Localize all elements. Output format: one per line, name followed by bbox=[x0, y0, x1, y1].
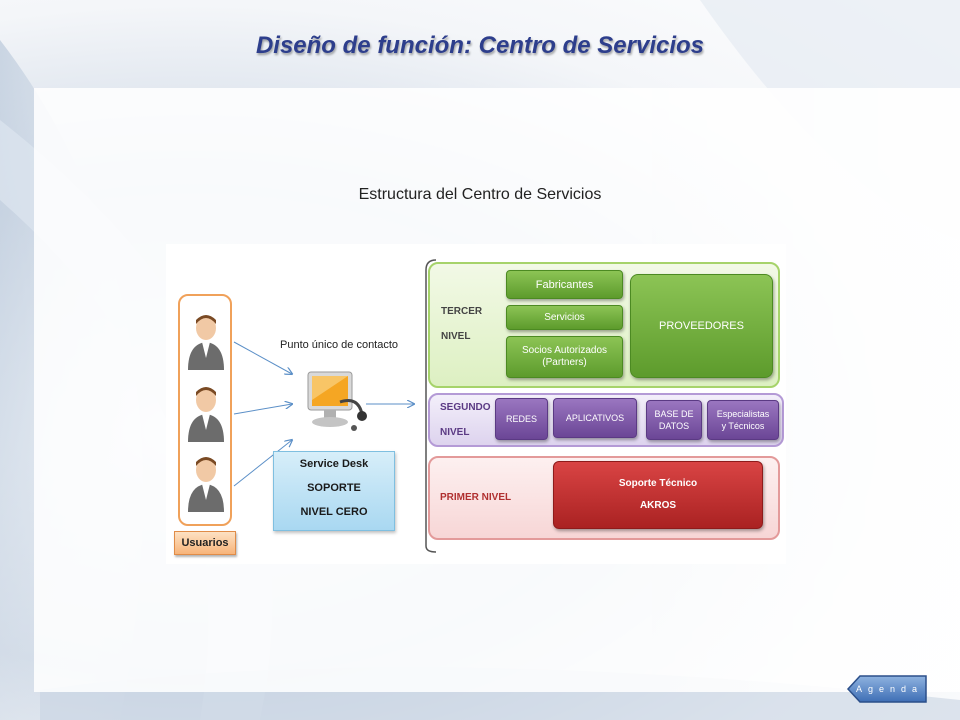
fabricantes-box: Fabricantes bbox=[506, 270, 623, 299]
service-desk-line3: NIVEL CERO bbox=[300, 506, 368, 518]
single-contact-label: Punto único de contacto bbox=[280, 339, 399, 351]
second-level-label-2: NIVEL bbox=[440, 427, 470, 438]
soporte-tecnico-line1: Soporte Técnico bbox=[618, 478, 698, 489]
socios-line1: Socios Autorizados bbox=[521, 345, 608, 356]
redes-box: REDES bbox=[495, 398, 548, 440]
socios-line2: (Partners) bbox=[542, 357, 587, 368]
aplicativos-box: APLICATIVOS bbox=[553, 398, 637, 438]
first-level-label: PRIMER NIVEL bbox=[440, 492, 512, 503]
especialistas-line1: Especialistas bbox=[716, 409, 770, 419]
base-datos-line2: DATOS bbox=[658, 421, 690, 431]
users-frame bbox=[178, 294, 232, 526]
service-desk-line2: SOPORTE bbox=[307, 482, 361, 494]
agenda-arrow-icon[interactable] bbox=[846, 674, 928, 704]
user-icon bbox=[188, 315, 224, 370]
third-level-label-2: NIVEL bbox=[441, 331, 471, 342]
agenda-button[interactable]: Agenda bbox=[856, 684, 924, 694]
computer-headset-icon bbox=[307, 371, 367, 431]
connector-arrows bbox=[233, 341, 430, 487]
socios-box: Socios Autorizados (Partners) bbox=[506, 336, 623, 378]
diagram-subtitle: Estructura del Centro de Servicios bbox=[358, 186, 602, 203]
soporte-tecnico-box: Soporte Técnico AKROS bbox=[553, 461, 763, 529]
levels-bracket bbox=[425, 259, 437, 553]
base-datos-line1: BASE DE bbox=[654, 409, 694, 419]
servicios-box: Servicios bbox=[506, 305, 623, 330]
service-desk-title: Service Desk bbox=[299, 458, 369, 470]
user-icon bbox=[188, 457, 224, 512]
base-datos-box: BASE DE DATOS bbox=[646, 400, 702, 440]
user-icon bbox=[188, 387, 224, 442]
especialistas-line2: y Técnicos bbox=[721, 421, 765, 431]
users-label: Usuarios bbox=[174, 531, 236, 555]
especialistas-box: Especialistas y Técnicos bbox=[707, 400, 779, 440]
soporte-tecnico-line2: AKROS bbox=[639, 500, 677, 511]
proveedores-box: PROVEEDORES bbox=[630, 274, 773, 378]
page-title: Diseño de función: Centro de Servicios bbox=[255, 32, 705, 59]
third-level-label-1: TERCER bbox=[441, 306, 483, 317]
service-desk-box: Service Desk SOPORTE NIVEL CERO bbox=[273, 451, 395, 531]
second-level-label-1: SEGUNDO bbox=[440, 402, 491, 413]
